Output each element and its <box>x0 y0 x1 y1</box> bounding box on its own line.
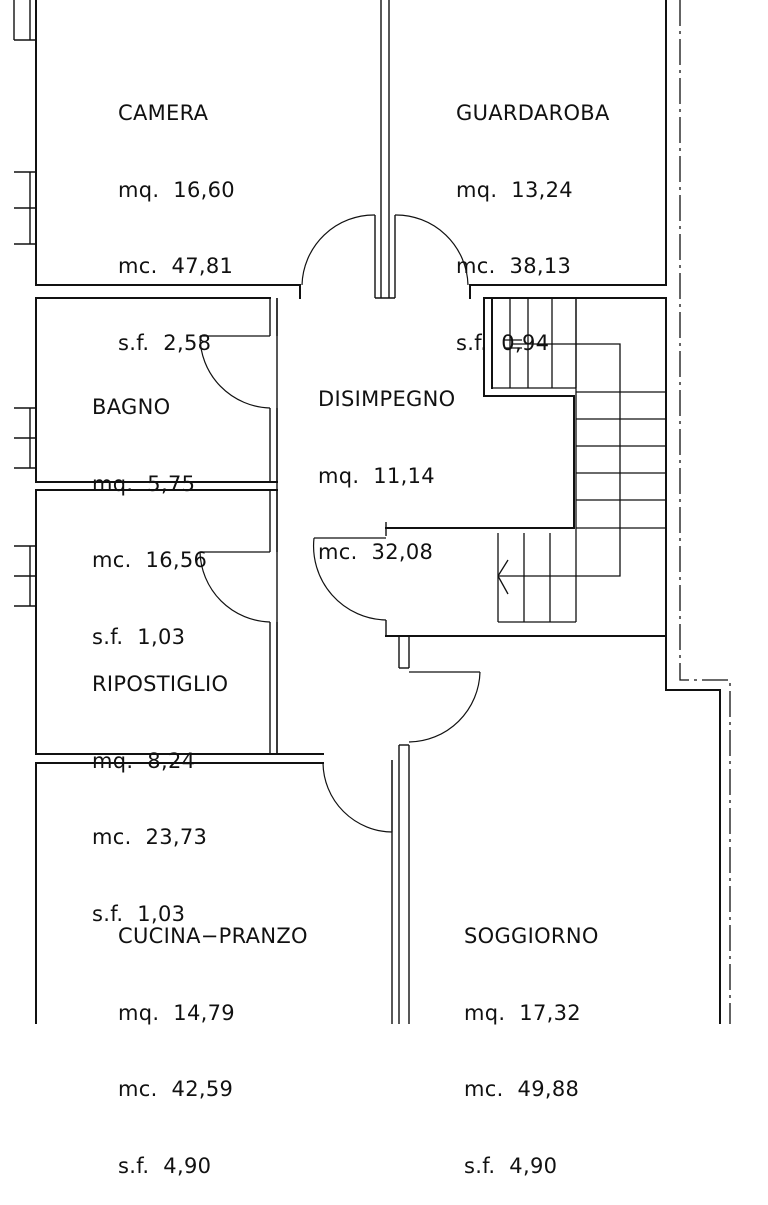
room-soggiorno-name: SOGGIORNO <box>464 924 599 948</box>
staircase <box>492 298 666 623</box>
room-cucina-mq: mq. 14,79 <box>118 1000 235 1025</box>
room-camera: CAMERA mq. 16,60 mc. 47,81 s.f. 2,58 <box>118 50 235 382</box>
room-ripostiglio: RIPOSTIGLIO mq. 8,24 mc. 23,73 s.f. 1,03 <box>92 621 228 953</box>
door-soggiorno-swing <box>408 671 481 743</box>
room-bagno-mq: mq. 5,75 <box>92 471 196 496</box>
boundary <box>679 0 731 1024</box>
room-soggiorno-mq: mq. 17,32 <box>464 1000 581 1025</box>
door-bagno-swing <box>199 335 271 409</box>
room-cucina: CUCINA−PRANZO mq. 14,79 mc. 42,59 s.f. 4… <box>118 873 308 1205</box>
room-disimpegno-name: DISIMPEGNO <box>318 387 456 411</box>
windows <box>13 0 36 607</box>
doors <box>199 214 481 833</box>
room-guardaroba-name: GUARDAROBA <box>456 101 610 125</box>
stair-walkline <box>498 343 621 577</box>
walls <box>35 0 721 1024</box>
room-guardaroba-mq: mq. 13,24 <box>456 177 573 202</box>
room-disimpegno: DISIMPEGNO mq. 11,14 mc. 32,08 <box>318 336 455 591</box>
boundary-line-outer <box>679 0 731 1024</box>
room-ripostiglio-mc: mc. 23,73 <box>92 825 208 849</box>
room-guardaroba-sf: s.f. 0,94 <box>456 330 550 355</box>
room-bagno-sf: s.f. 1,03 <box>92 624 186 649</box>
room-camera-mq: mq. 16,60 <box>118 177 235 202</box>
door-camera-swing <box>301 214 376 286</box>
room-soggiorno: SOGGIORNO mq. 17,32 mc. 49,88 s.f. 4,90 <box>464 873 599 1205</box>
room-cucina-sf: s.f. 4,90 <box>118 1153 212 1178</box>
door-landing-swing <box>312 537 387 621</box>
room-ripostiglio-mq: mq. 8,24 <box>92 748 196 773</box>
room-camera-name: CAMERA <box>118 101 209 125</box>
room-ripostiglio-sf: s.f. 1,03 <box>92 901 186 926</box>
door-ripostiglio-swing <box>199 551 271 623</box>
stair-arrow-a <box>497 559 509 577</box>
door-cucina-swing <box>322 762 393 833</box>
room-bagno-mc: mc. 16,56 <box>92 548 208 572</box>
room-cucina-mc: mc. 42,59 <box>118 1077 234 1101</box>
room-guardaroba-mc: mc. 38,13 <box>456 254 572 278</box>
room-soggiorno-mc: mc. 49,88 <box>464 1077 580 1101</box>
room-soggiorno-sf: s.f. 4,90 <box>464 1153 558 1178</box>
room-bagno: BAGNO mq. 5,75 mc. 16,56 s.f. 1,03 <box>92 344 207 676</box>
room-disimpegno-mc: mc. 32,08 <box>318 540 434 564</box>
door-guardaroba-swing <box>394 214 469 286</box>
room-disimpegno-mq: mq. 11,14 <box>318 463 435 488</box>
room-bagno-name: BAGNO <box>92 395 171 419</box>
room-cucina-name: CUCINA−PRANZO <box>118 924 308 948</box>
room-camera-mc: mc. 47,81 <box>118 254 234 278</box>
room-ripostiglio-name: RIPOSTIGLIO <box>92 672 229 696</box>
room-camera-sf: s.f. 2,58 <box>118 330 212 355</box>
floor-plan <box>13 0 731 1024</box>
room-guardaroba: GUARDAROBA mq. 13,24 mc. 38,13 s.f. 0,94 <box>456 50 610 382</box>
stair-arrow-b <box>497 575 509 595</box>
